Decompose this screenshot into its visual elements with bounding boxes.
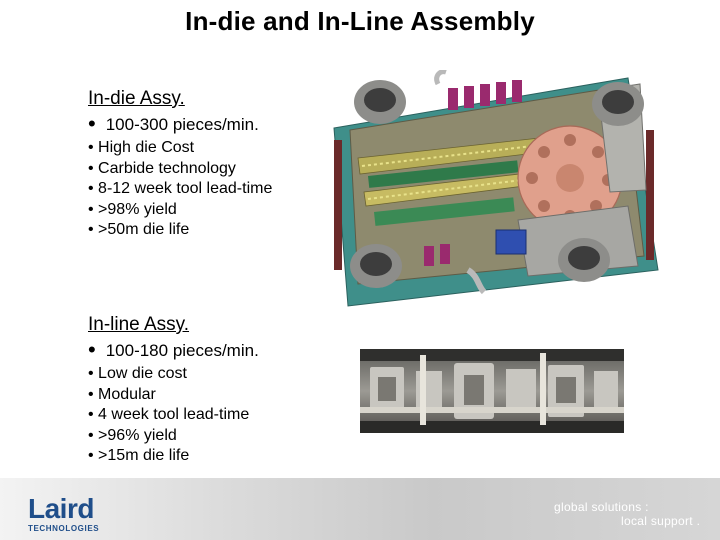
list-item: • Modular (88, 385, 156, 403)
in-line-section: In-line Assy. • 100-180 pieces/min. • Low… (88, 314, 259, 467)
list-item: • Carbide technology (88, 159, 236, 177)
list-item: • >98% yield (88, 200, 177, 218)
in-line-rate-text: 100-180 pieces/min. (105, 341, 259, 360)
logo-subtext: TECHNOLOGIES (28, 524, 100, 533)
list-item: • 8-12 week tool lead-time (88, 180, 273, 197)
list-item: • Low die cost (88, 365, 187, 382)
in-die-rate-text: 100-300 pieces/min. (105, 115, 259, 134)
in-die-heading: In-die Assy. (88, 88, 185, 109)
in-die-rate: • 100-300 pieces/min. (88, 113, 272, 136)
in-line-bullet-list: • Low die cost • Modular • 4 week tool l… (88, 364, 259, 467)
in-line-rate: • 100-180 pieces/min. (88, 339, 259, 362)
in-die-tool-image (333, 70, 659, 307)
in-die-section: In-die Assy. • 100-300 pieces/min. • High… (88, 88, 272, 241)
in-line-tool-image (360, 349, 624, 433)
bullet-dot-icon: • (88, 111, 96, 136)
list-item: • 4 week tool lead-time (88, 406, 250, 423)
list-item: • >96% yield (88, 426, 177, 444)
list-item: • High die Cost (88, 139, 195, 156)
logo-wordmark: Laird (28, 493, 94, 524)
in-line-heading: In-line Assy. (88, 314, 190, 335)
slide-title: In-die and In-Line Assembly (185, 6, 535, 36)
laird-logo: Laird TECHNOLOGIES (28, 493, 100, 534)
list-item: • >15m die life (88, 447, 190, 464)
bullet-dot-icon: • (88, 337, 96, 362)
tagline-line1: global solutions : (554, 500, 649, 514)
footer-bar (0, 478, 720, 540)
list-item: • >50m die life (88, 221, 190, 238)
tagline-line2: local support . (621, 514, 701, 528)
in-die-bullet-list: • High die Cost • Carbide technology • 8… (88, 138, 272, 241)
